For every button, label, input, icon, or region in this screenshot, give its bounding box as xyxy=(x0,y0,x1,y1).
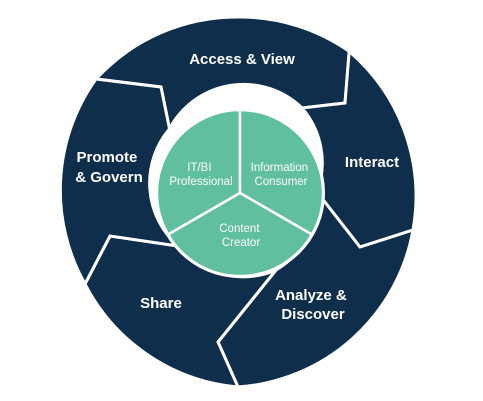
role-label-information-consumer: Information Consumer xyxy=(251,162,312,188)
role-it-bi-professional[interactable] xyxy=(155,108,242,236)
role-label-content-creator: Content Creator xyxy=(219,223,262,249)
role-label-it-bi-professional: IT/BI Professional xyxy=(169,162,232,188)
role-content-creator[interactable] xyxy=(166,191,314,278)
outer-ring xyxy=(58,15,418,389)
segment-label-interact: Interact xyxy=(345,154,399,171)
role-circle xyxy=(155,108,325,278)
role-information-consumer[interactable] xyxy=(238,108,325,236)
segment-label-share: Share xyxy=(140,295,182,312)
segment-promote-govern[interactable] xyxy=(58,77,183,288)
segment-label-analyze-discover: Analyze & Discover xyxy=(275,287,351,323)
segment-label-promote-govern: Promote & Govern xyxy=(75,149,143,186)
segment-label-access-view: Access & View xyxy=(189,51,295,68)
segment-access-view[interactable] xyxy=(92,15,351,134)
